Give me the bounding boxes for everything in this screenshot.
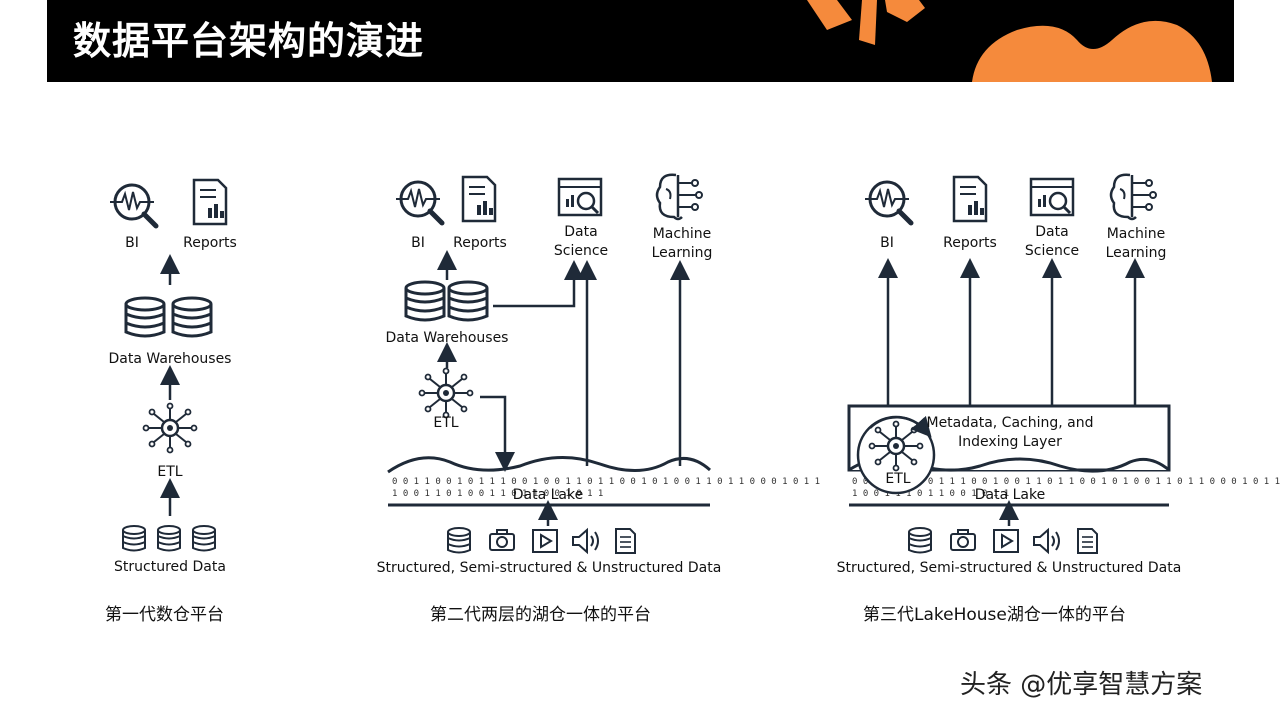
gen2-source-label: Structured, Semi-structured & Unstructur… bbox=[376, 560, 722, 576]
gen1-diagram bbox=[110, 178, 228, 552]
database-icon bbox=[447, 527, 471, 554]
gen2-warehouses-label: Data Warehouses bbox=[385, 330, 509, 346]
watermark: 头条 @优享智慧方案 bbox=[960, 670, 1203, 700]
gen2-ml-label: Machine Learning bbox=[651, 226, 713, 261]
video-icon bbox=[532, 529, 558, 553]
gen3-lake-label: Data Lake bbox=[974, 487, 1046, 503]
etl-icon bbox=[142, 402, 198, 454]
gen2-data-science-label: Data Science bbox=[553, 224, 609, 259]
gen1-bi-label: BI bbox=[125, 235, 139, 251]
database-icon bbox=[124, 296, 166, 338]
gen2-diagram: 0 0 1 1 0 0 1 0 1 1 1 0 0 1 0 0 1 1 0 1 … bbox=[387, 173, 820, 554]
audio-icon bbox=[1033, 529, 1060, 553]
database-icon bbox=[404, 280, 446, 322]
document-icon bbox=[615, 528, 636, 554]
gen2-bi-label: BI bbox=[411, 235, 425, 251]
database-icon bbox=[192, 525, 216, 552]
gen3-diagram: 0 0 1 1 0 0 1 0 1 1 1 0 0 1 0 0 1 1 0 1 … bbox=[847, 173, 1280, 554]
etl-icon bbox=[418, 367, 474, 419]
svg-text:1 0 0 1 1 0 1 0 0 1: 1 0 0 1 1 0 1 0 0 1 1 0 1 1 0 0 1 0 1 1 bbox=[392, 489, 603, 499]
report-icon bbox=[952, 175, 988, 223]
title-bar: 数据平台架构的演进 bbox=[47, 0, 1234, 82]
gen2-reports-label: Reports bbox=[453, 235, 507, 251]
machine-learning-icon bbox=[1109, 173, 1158, 221]
camera-icon bbox=[950, 529, 976, 551]
document-icon bbox=[1077, 528, 1098, 554]
machine-learning-icon bbox=[655, 173, 704, 221]
database-icon bbox=[447, 280, 489, 322]
gen3-source-label: Structured, Semi-structured & Unstructur… bbox=[836, 560, 1182, 576]
video-icon bbox=[993, 529, 1019, 553]
svg-text:0 0 1 1 0 0 1 0 1 1 1 0 0 1 0: 0 0 1 1 0 0 1 0 1 1 1 0 0 1 0 0 1 1 0 1 … bbox=[852, 477, 1280, 487]
gen1-source-label: Structured Data bbox=[114, 559, 226, 575]
gen1-warehouses-label: Data Warehouses bbox=[108, 351, 232, 367]
gen2-lake-label: Data Lake bbox=[512, 487, 584, 503]
gen1-caption: 第一代数仓平台 bbox=[105, 605, 224, 625]
data-science-icon bbox=[557, 177, 603, 217]
report-icon bbox=[461, 175, 497, 223]
database-icon bbox=[908, 527, 932, 554]
gen1-reports-label: Reports bbox=[183, 235, 237, 251]
data-science-icon bbox=[1029, 177, 1075, 217]
database-icon bbox=[171, 296, 213, 338]
page-title: 数据平台架构的演进 bbox=[73, 19, 425, 63]
gen1-etl-label: ETL bbox=[157, 464, 183, 480]
bi-icon bbox=[865, 182, 911, 223]
gen3-ml-label: Machine Learning bbox=[1105, 226, 1167, 261]
gen2-caption: 第二代两层的湖仓一体的平台 bbox=[430, 605, 651, 625]
gen3-bi-label: BI bbox=[880, 235, 894, 251]
decorative-orange-shapes bbox=[807, 0, 1212, 82]
gen3-reports-label: Reports bbox=[943, 235, 997, 251]
gen3-etl-label: ETL bbox=[885, 471, 911, 487]
svg-text:1 0 0 1 1: 1 0 0 1 1 1 0 1 1 0 0 1 0 1 1 bbox=[852, 489, 1009, 499]
database-icon bbox=[157, 525, 181, 552]
audio-icon bbox=[572, 529, 599, 553]
bi-icon bbox=[396, 182, 442, 223]
bi-icon bbox=[110, 185, 156, 226]
database-icon bbox=[122, 525, 146, 552]
gen2-etl-label: ETL bbox=[433, 415, 459, 431]
gen3-layer-label: Metadata, Caching, and Indexing Layer bbox=[926, 415, 1094, 450]
svg-text:0 0 1 1 0 0 1 0 1 1 1 0 0 1 0: 0 0 1 1 0 0 1 0 1 1 1 0 0 1 0 0 1 1 0 1 … bbox=[392, 477, 820, 487]
gen3-caption: 第三代LakeHouse湖仓一体的平台 bbox=[863, 605, 1126, 625]
gen3-data-science-label: Data Science bbox=[1024, 224, 1080, 259]
report-icon bbox=[192, 178, 228, 226]
camera-icon bbox=[489, 529, 515, 551]
